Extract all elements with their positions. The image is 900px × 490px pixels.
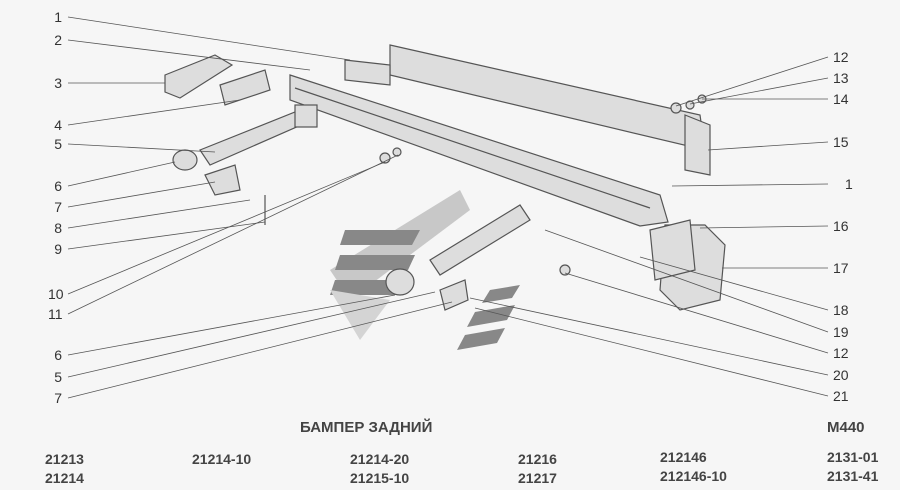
callout-6b: 6 [54,347,62,363]
callout-1b: 1 [845,176,853,192]
callout-11: 11 [48,306,63,322]
callout-2: 2 [54,32,62,48]
bracket-left [344,59,391,86]
model-code: 2131-01 [827,449,879,465]
model-code: 21213 [45,451,84,467]
diagram-title: БАМПЕР ЗАДНИЙ [300,419,433,436]
callout-19: 19 [833,324,849,340]
model-code: 21214-10 [192,451,252,467]
bumper-parts [164,44,726,311]
model-code: 212146-10 [660,468,727,484]
model-code: 212146 [660,449,707,465]
callout-1: 1 [54,9,62,25]
callout-7b: 7 [54,390,62,406]
logo-watermark [330,190,520,350]
callout-5: 5 [54,136,62,152]
callout-21: 21 [833,388,849,404]
callout-8: 8 [54,220,62,236]
model-code: 2131-41 [827,468,879,484]
callout-9: 9 [54,241,62,257]
end-pad-left [219,69,271,106]
callout-14: 14 [833,91,849,107]
model-code: 21216 [518,451,557,467]
callout-6: 6 [54,178,62,194]
callout-17: 17 [833,260,849,276]
callout-3: 3 [54,75,62,91]
callout-10: 10 [48,286,64,302]
bushing-left [172,149,198,171]
callout-12: 12 [833,49,849,65]
bushing-right [385,268,415,296]
callout-5b: 5 [54,369,62,385]
end-cap-left [164,54,234,99]
model-code: 21214-20 [350,451,410,467]
reinforcement-right [684,114,711,176]
callout-7: 7 [54,199,62,215]
callout-15: 15 [833,134,849,150]
callout-18: 18 [833,302,849,318]
diagram-code: M440 [827,419,865,436]
callout-4: 4 [54,117,62,133]
end-pad-right [649,219,696,281]
callout-20: 20 [833,367,849,383]
model-code: 21214 [45,470,84,486]
callout-13: 13 [833,70,849,86]
support-tube-right [429,204,531,276]
model-code: 21217 [518,470,557,486]
callout-12b: 12 [833,345,849,361]
support-tube-left [199,109,309,166]
model-code: 21215-10 [350,470,410,486]
leader-lines [67,16,829,399]
callout-16: 16 [833,218,849,234]
